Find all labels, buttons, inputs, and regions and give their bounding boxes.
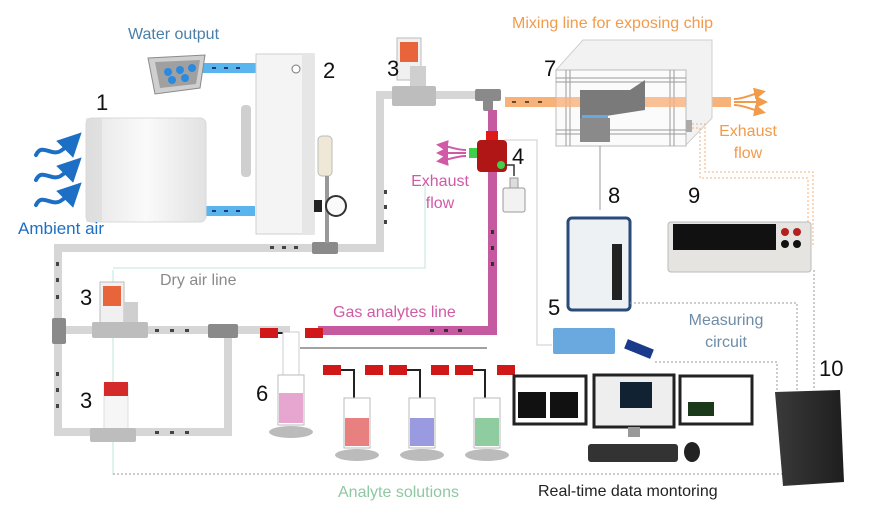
label-measuring-circuit-2: circuit <box>705 334 747 351</box>
gas-analytes-line <box>318 110 497 335</box>
label-measuring-circuit-1: Measuring <box>688 312 764 329</box>
bubbler-red <box>323 365 383 461</box>
mouse <box>684 442 700 462</box>
label-water-output: Water output <box>128 26 220 43</box>
data-cables <box>113 270 815 475</box>
label-component-3-middle: 3 <box>80 285 93 310</box>
water-lines <box>202 63 256 216</box>
chamber-to-meter-wires <box>692 123 814 245</box>
label-exhaust-pink-1: Exhaust <box>411 173 469 190</box>
label-component-9: 9 <box>688 183 701 208</box>
label-component-10: 10 <box>819 356 844 381</box>
label-component-5: 5 <box>548 295 561 320</box>
test-chamber <box>555 39 713 147</box>
monitor-right <box>678 374 754 426</box>
monitor-center <box>592 373 676 437</box>
label-dry-air-line: Dry air line <box>160 272 237 289</box>
air-dryer-cabinet <box>241 53 347 253</box>
label-component-2: 2 <box>323 58 336 83</box>
label-exhaust-orange-2: flow <box>733 145 763 162</box>
multimeter <box>667 221 812 273</box>
label-exhaust-pink-2: flow <box>425 195 455 212</box>
label-component-7: 7 <box>544 56 557 81</box>
monitor-left <box>512 374 588 426</box>
data-acquisition-unit <box>566 146 632 312</box>
label-component-3-top: 3 <box>387 56 400 81</box>
label-analyte-solutions: Analyte solutions <box>338 484 459 501</box>
pump-signal-wire <box>504 139 552 346</box>
bubbler-main <box>260 328 323 438</box>
microcontroller-board <box>624 339 654 359</box>
air-compressor <box>85 117 207 223</box>
vacuum-pump <box>469 131 526 213</box>
label-mixing-line: Mixing line for exposing chip <box>512 15 713 32</box>
label-component-8: 8 <box>608 183 621 208</box>
label-real-time-monitoring: Real-time data montoring <box>538 483 718 500</box>
exhaust-pink-icon <box>436 140 467 166</box>
water-output-sink <box>147 54 206 95</box>
mass-flow-controller-bottom <box>90 382 136 442</box>
bubbler-green <box>455 365 515 461</box>
relay-board <box>553 328 615 354</box>
mass-flow-controller-top <box>392 37 436 106</box>
label-component-6: 6 <box>256 381 269 406</box>
mass-flow-controller-middle <box>92 281 148 338</box>
keyboard <box>588 444 678 462</box>
exhaust-orange-icon <box>733 87 768 117</box>
label-component-4: 4 <box>512 144 525 169</box>
bubbler-blue <box>389 365 449 461</box>
pc-tower <box>775 390 844 486</box>
flow-arrows-dry <box>56 190 387 434</box>
label-component-3-bottom: 3 <box>80 388 93 413</box>
label-exhaust-orange-1: Exhaust <box>719 123 777 140</box>
label-component-1: 1 <box>96 90 109 115</box>
label-gas-analytes-line: Gas analytes line <box>333 304 456 321</box>
label-ambient-air: Ambient air <box>18 219 104 238</box>
ambient-air-arrows-icon <box>34 132 82 208</box>
